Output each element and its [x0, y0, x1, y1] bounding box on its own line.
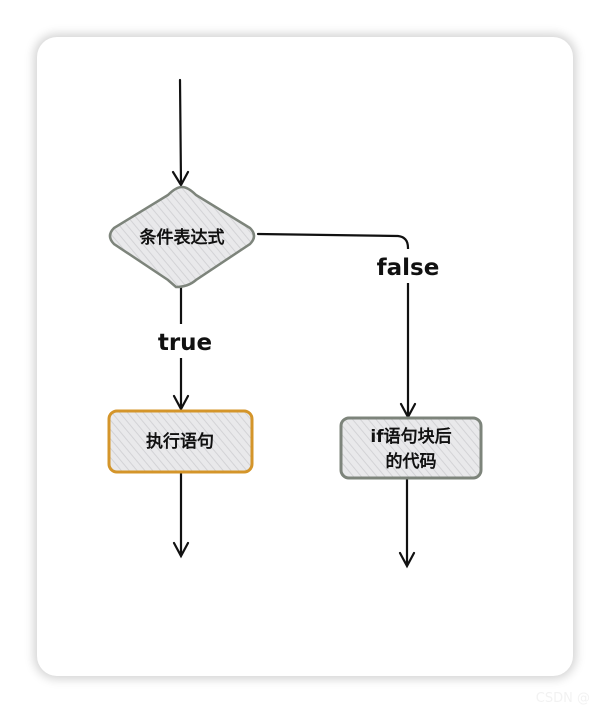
exit-arrow-right — [398, 477, 416, 569]
false-box-label-line1: if语句块后 — [370, 426, 451, 447]
false-box-label-line2: 的代码 — [386, 451, 437, 472]
entry-arrow — [171, 78, 190, 188]
true-label-bg — [156, 324, 214, 358]
false-label-bg — [375, 249, 441, 283]
true-box-label: 执行语句 — [146, 431, 214, 452]
exit-arrow-left — [172, 471, 190, 559]
decision-diamond — [108, 185, 256, 289]
false-label: false — [377, 255, 440, 281]
true-box — [107, 409, 254, 474]
false-box — [339, 416, 483, 480]
watermark: CSDN @ — [535, 691, 590, 706]
true-label: true — [158, 330, 212, 356]
diagram-card — [37, 37, 573, 676]
decision-label: 条件表达式 — [139, 227, 225, 248]
